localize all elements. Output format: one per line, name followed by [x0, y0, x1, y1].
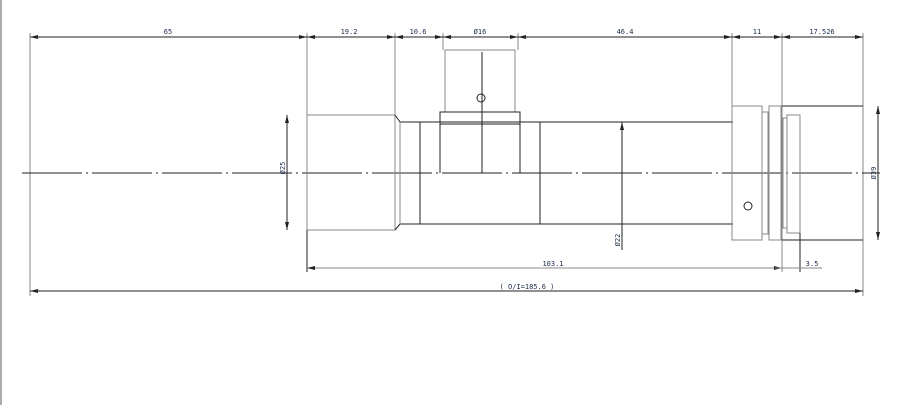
dim-65: 65 [164, 28, 172, 36]
dim-overall: ( O/I=185.6 ) [500, 283, 555, 291]
dim-19-2: 19.2 [341, 28, 358, 36]
dim-d16: Ø16 [474, 28, 487, 36]
dim-d39: Ø39 [870, 167, 878, 180]
dim-3-5: 3.5 [806, 260, 819, 268]
dim-103-1: 103.1 [542, 260, 563, 268]
lens-body [306, 49, 863, 241]
dim-d22: Ø22 [614, 234, 622, 247]
extension-lines [29, 33, 864, 296]
dim-17-526: 17.526 [809, 28, 834, 36]
dim-10-6: 10.6 [410, 28, 427, 36]
dim-11: 11 [753, 28, 761, 36]
dim-d25: Ø25 [279, 162, 287, 175]
dim-46-4: 46.4 [617, 28, 634, 36]
